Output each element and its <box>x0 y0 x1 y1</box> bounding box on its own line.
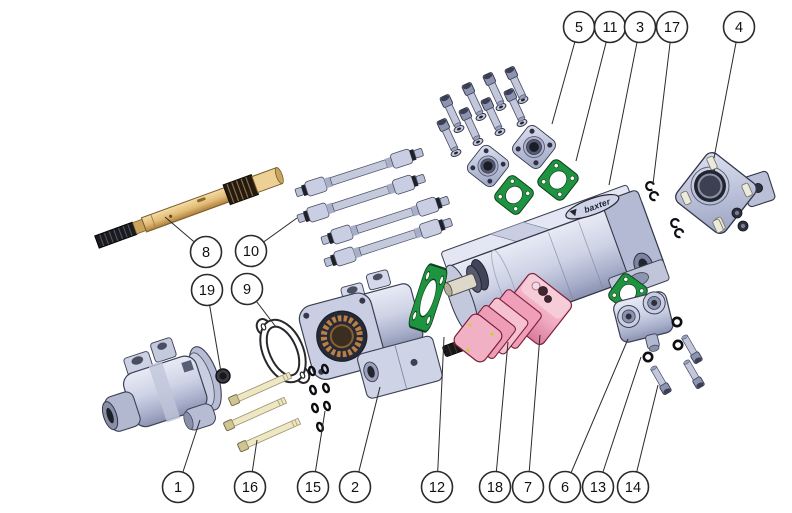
callout-5: 5 <box>562 10 596 44</box>
svg-text:3: 3 <box>636 20 644 36</box>
leader-line <box>551 26 580 125</box>
leader-line <box>632 384 659 488</box>
svg-text:17: 17 <box>664 20 680 36</box>
svg-text:1: 1 <box>174 480 182 496</box>
leader-line <box>354 386 381 488</box>
part-input-shaft <box>94 167 284 249</box>
callout-19: 19 <box>190 273 224 307</box>
callout-10: 10 <box>234 234 268 268</box>
svg-text:18: 18 <box>487 480 503 496</box>
callout-2: 2 <box>338 470 372 504</box>
leader-line <box>436 336 445 488</box>
callout-8: 8 <box>189 235 223 269</box>
svg-text:15: 15 <box>305 480 321 496</box>
callout-13: 13 <box>581 470 615 504</box>
svg-text:19: 19 <box>199 283 215 299</box>
leader-line <box>597 356 642 488</box>
svg-text:6: 6 <box>561 480 569 496</box>
callout-16: 16 <box>233 470 267 504</box>
leader-line <box>494 341 509 488</box>
svg-text:7: 7 <box>524 480 532 496</box>
part-end-housing <box>675 152 776 234</box>
callout-7: 7 <box>511 470 545 504</box>
part-plug <box>215 368 231 384</box>
part-bell-housing <box>298 269 443 399</box>
part-pump-assembly <box>101 337 222 432</box>
leader-line <box>564 338 629 488</box>
callout-12: 12 <box>420 470 454 504</box>
part-ring-gasket <box>255 318 311 384</box>
brand-logo-triangle-icon <box>569 208 577 217</box>
brand-badge <box>565 193 620 220</box>
leader-line <box>575 26 611 162</box>
part-housing-shaft-stub <box>443 259 489 297</box>
callout-18: 18 <box>478 470 512 504</box>
svg-text:9: 9 <box>243 282 251 298</box>
callout-15: 15 <box>296 470 330 504</box>
svg-text:13: 13 <box>590 480 606 496</box>
svg-text:11: 11 <box>602 20 617 36</box>
leader-line <box>527 334 541 488</box>
svg-text:12: 12 <box>429 480 445 496</box>
callout-4: 4 <box>722 10 756 44</box>
svg-text:2: 2 <box>351 480 359 496</box>
svg-text:8: 8 <box>202 245 210 261</box>
callout-3: 3 <box>623 10 657 44</box>
end-housing-studs <box>680 155 753 234</box>
callout-9: 9 <box>230 272 264 306</box>
leader-line <box>652 26 673 185</box>
callout-6: 6 <box>548 470 582 504</box>
callout-17: 17 <box>655 10 689 44</box>
svg-text:10: 10 <box>243 244 259 260</box>
svg-text:4: 4 <box>735 20 743 36</box>
svg-text:5: 5 <box>575 20 583 36</box>
callout-1: 1 <box>161 470 195 504</box>
callout-11: 11 <box>593 10 627 44</box>
svg-text:14: 14 <box>625 480 641 496</box>
leader-line <box>608 26 641 186</box>
part-coupling-shafts <box>293 144 455 271</box>
callout-14: 14 <box>616 470 650 504</box>
gear-teeth <box>320 315 363 358</box>
leader-line <box>713 26 740 159</box>
svg-text:16: 16 <box>242 480 258 496</box>
part-end-block <box>613 291 674 352</box>
part-gear-pump-stack <box>442 272 573 363</box>
